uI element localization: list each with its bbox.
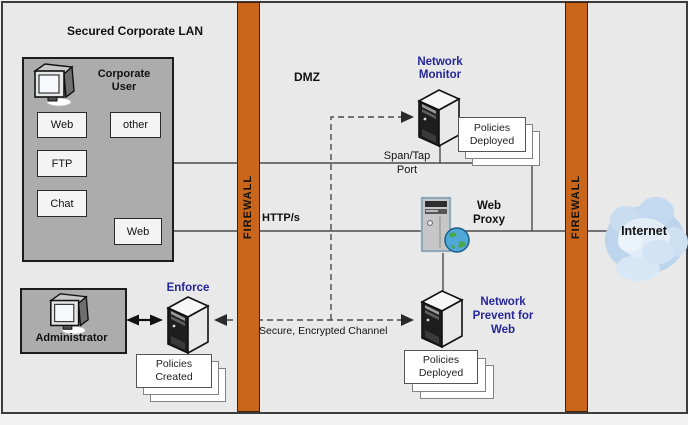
network-prevent-server-icon (420, 290, 464, 348)
policies-created-sheet: Policies Created (136, 354, 212, 388)
administrator-label: Administrator (35, 332, 108, 344)
enforce-server-icon (166, 296, 210, 354)
administrator-computer-icon (48, 293, 89, 335)
span-tap-label: Span/Tap Port (383, 150, 431, 176)
policies-deployed-prevent-text: Policies Deployed (418, 354, 464, 379)
network-monitor-server-icon (417, 89, 461, 147)
policies-created-stack: Policies Created (136, 354, 236, 414)
policies-deployed-monitor-sheet: Policies Deployed (458, 117, 526, 152)
policies-deployed-monitor-text: Policies Deployed (469, 121, 515, 147)
internet-label: Internet (621, 224, 667, 238)
protocol-box-ftp: FTP (37, 150, 87, 177)
firewall-right-bar: FIREWALL (565, 2, 588, 412)
dmz-label: DMZ (294, 70, 320, 84)
firewall-right-label: FIREWALL (570, 174, 583, 240)
web-proxy-label: Web Proxy (473, 200, 505, 226)
enforce-label: Enforce (166, 282, 210, 294)
network-prevent-label: Network Prevent for Web (472, 296, 534, 336)
protocol-box-other: other (110, 112, 161, 138)
web-proxy-server-icon (420, 196, 470, 253)
lan-title: Secured Corporate LAN (66, 24, 204, 38)
network-monitor-label: Network Monitor (417, 56, 463, 81)
protocol-box-chat: Chat (37, 190, 87, 217)
policies-deployed-prevent-sheet: Policies Deployed (404, 350, 478, 384)
protocol-box-web: Web (37, 112, 87, 138)
policies-deployed-monitor-stack: Policies Deployed (458, 117, 553, 179)
corporate-user-computer-icon (33, 63, 75, 107)
policies-created-text: Policies Created (155, 358, 193, 383)
protocol-box-web-bottom: Web (114, 218, 162, 245)
policies-deployed-prevent-stack: Policies Deployed (404, 350, 504, 410)
firewall-left-label: FIREWALL (242, 174, 255, 240)
corporate-user-label: Corporate User (97, 68, 151, 93)
secure-channel-label: Secure, Encrypted Channel (259, 325, 388, 337)
firewall-left-bar: FIREWALL (237, 2, 260, 412)
https-label: HTTP/s (262, 212, 300, 224)
internet-cloud-icon (605, 197, 688, 281)
